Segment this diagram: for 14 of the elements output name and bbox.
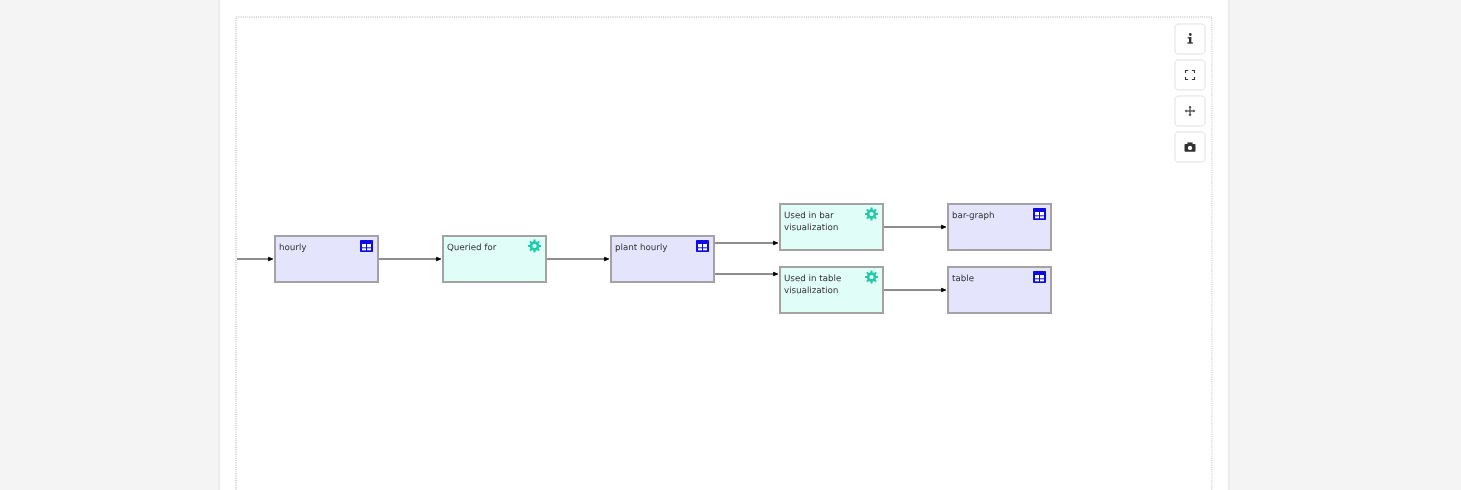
arrow [378, 256, 442, 262]
arrow [714, 271, 779, 277]
arrow [883, 287, 947, 293]
dataset-box: hourly [274, 235, 379, 283]
arrow [714, 240, 779, 246]
arrow [236, 256, 274, 262]
dataset-box: plant hourly [610, 235, 715, 283]
arrow [883, 224, 947, 230]
process-box: Queried for [442, 235, 547, 283]
process-box: Used in table visualization [779, 266, 884, 314]
dataset-box: bar-graph [947, 203, 1052, 251]
process-box: Used in bar visualization [779, 203, 884, 251]
arrow [546, 256, 610, 262]
dataset-box: table [947, 266, 1052, 314]
